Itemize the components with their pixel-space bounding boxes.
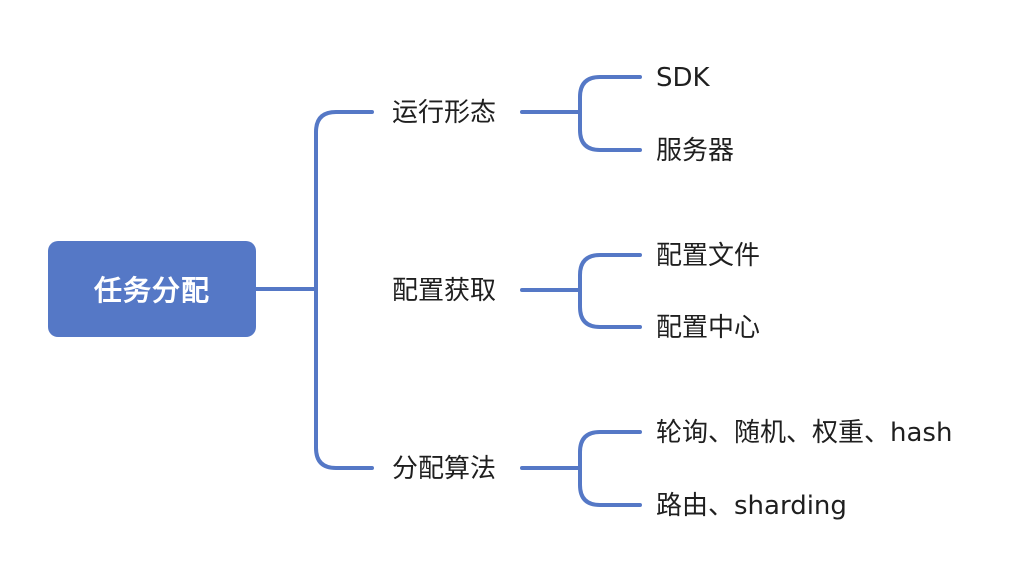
leaf-label: 轮询、随机、权重、hash	[656, 418, 953, 448]
branch-2-children-bracket	[578, 253, 642, 329]
branch-node-algorithm[interactable]: 分配算法	[392, 452, 496, 486]
leaf-node-config-file[interactable]: 配置文件	[656, 239, 760, 273]
leaf-node-routing[interactable]: 路由、sharding	[656, 489, 847, 523]
leaf-node-config-center[interactable]: 配置中心	[656, 311, 760, 345]
branch-node-runtime[interactable]: 运行形态	[392, 96, 496, 130]
branch-3-children-bracket	[578, 430, 642, 507]
leaf-label: 配置文件	[656, 241, 761, 271]
root-label: 任务分配	[93, 274, 210, 307]
leaf-label: 服务器	[656, 136, 735, 166]
leaf-node-sdk[interactable]: SDK	[656, 61, 710, 95]
branch-1-children-bracket	[578, 75, 642, 152]
leaf-label: 配置中心	[656, 313, 761, 343]
leaf-label: SDK	[656, 63, 710, 93]
level1-trunk	[314, 110, 374, 470]
root-node[interactable]: 任务分配	[48, 241, 256, 337]
leaf-node-server[interactable]: 服务器	[656, 134, 734, 168]
branch-label: 分配算法	[392, 454, 497, 484]
leaf-label: 路由、sharding	[656, 491, 847, 521]
leaf-node-algorithms[interactable]: 轮询、随机、权重、hash	[656, 416, 952, 450]
branch-label: 运行形态	[392, 98, 497, 128]
branch-label: 配置获取	[392, 276, 497, 306]
branch-node-config[interactable]: 配置获取	[392, 274, 496, 308]
